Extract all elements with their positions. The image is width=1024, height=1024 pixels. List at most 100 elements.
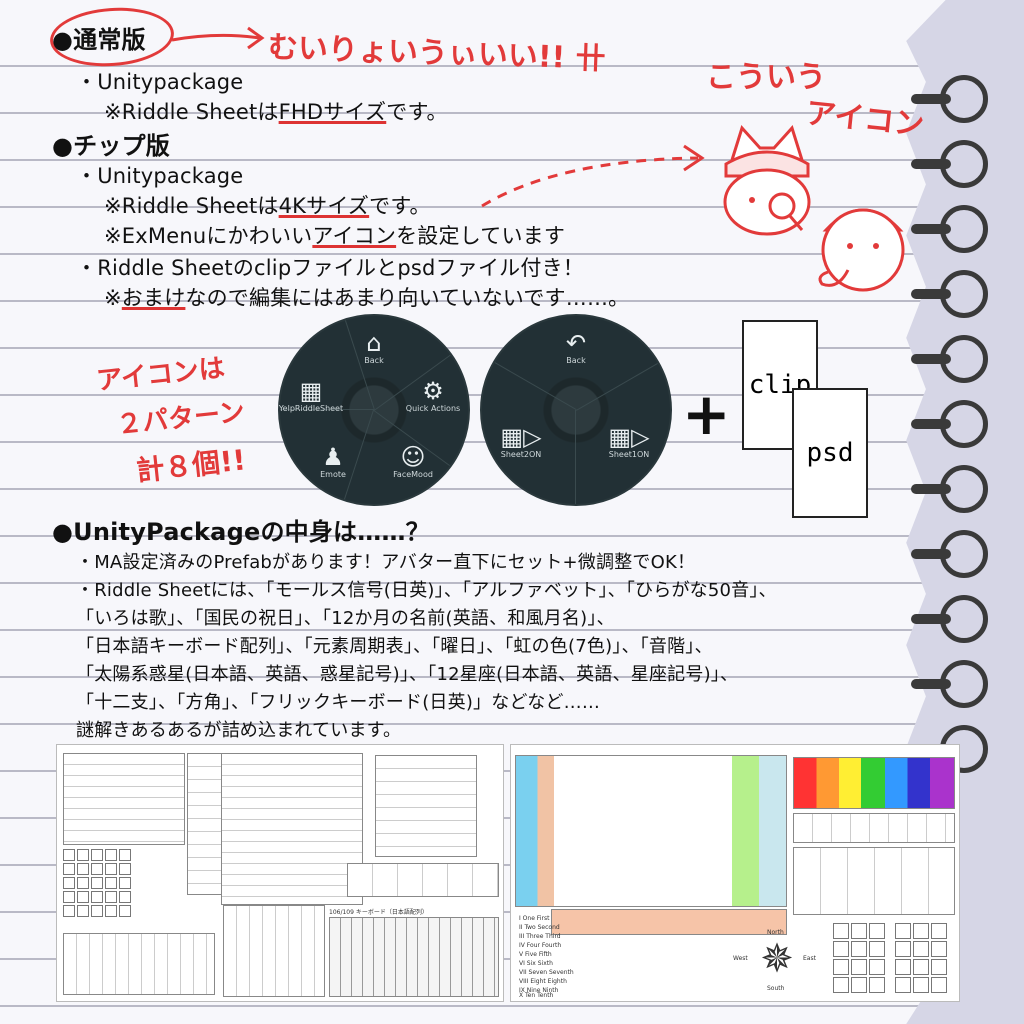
home-back-icon: ⌂ [366, 329, 382, 357]
menu-facemood-button[interactable]: ☺FaceMood [378, 444, 448, 479]
menu2-sheet1-label: Sheet1ON [608, 450, 650, 459]
standard-edition-heading: ●通常版 [52, 26, 146, 54]
cat-sheet-icon: ▦ [299, 377, 323, 405]
chip-note-bonus-pre: ※ [104, 286, 122, 310]
kana-grid [223, 905, 325, 997]
menu-divider [576, 363, 658, 411]
menu2-sheet2-label: Sheet2ON [500, 450, 542, 459]
binder-ring [911, 205, 988, 253]
flick-keyboard-en [895, 923, 947, 993]
chip-note-icons: ※ExMenuにかわいいアイコンを設定しています [104, 220, 565, 250]
binder-ring [911, 400, 988, 448]
menu-quickactions-label: Quick Actions [405, 404, 461, 413]
menu-quickactions-button[interactable]: ⚙Quick Actions [398, 378, 468, 413]
chip-note-4k-highlight: 4Kサイズ [278, 194, 370, 218]
chip-item-files: ・Riddle Sheetのclipファイルとpsdファイル付き！ [76, 256, 584, 280]
menu2-sheet1-button[interactable]: ▦▷Sheet1ON [594, 424, 664, 459]
contents-line-1: ・MA設定済みのPrefabがあります！アバター直下にセット+微調整でOK！ [76, 552, 696, 573]
ordinal-line: X Ten Tenth [519, 992, 554, 999]
red-arrow-icon [171, 26, 265, 50]
menu-riddlesheet-label: YelpRiddleSheet [278, 404, 344, 413]
binder-ring [911, 270, 988, 318]
riddle-sheet-preview-2: I One First II Two Second III Three Thir… [510, 744, 960, 1002]
plus-sign: + [682, 380, 731, 448]
standard-item-unitypackage: ・Unitypackage [76, 70, 244, 94]
compass-rose-icon: ✵ [760, 936, 794, 982]
flick-keyboard-jp [833, 923, 885, 993]
person-list-icon: ♟ [322, 443, 344, 471]
handwritten-this-kind: こういう [706, 60, 826, 95]
rainbow-days [793, 757, 955, 809]
ordinal-line: III Three Third [519, 933, 561, 940]
ordinal-line: V Five Fifth [519, 951, 552, 958]
ordinal-line: II Two Second [519, 924, 560, 931]
back-arrow-icon: ↶ [565, 329, 587, 357]
detective-face-icon [818, 208, 905, 292]
cat-sheet-play-icon: ▦▷ [500, 423, 542, 451]
menu-back-label: Back [364, 356, 384, 365]
standard-note-pre: ※Riddle Sheetは [104, 100, 279, 124]
compass-south: South [767, 985, 785, 992]
menu-divider [494, 362, 577, 410]
standard-note-highlight: FHDサイズ [278, 100, 387, 124]
ordinal-line: VI Six Sixth [519, 960, 553, 967]
psd-file-icon: psd [792, 388, 868, 518]
chip-note-bonus-post: なので編集にはあまり向いていないです……。 [185, 286, 630, 310]
expression-menu-1: ⌂Back ▦YelpRiddleSheet ⚙Quick Actions ♟E… [278, 314, 470, 506]
menu2-back-button[interactable]: ↶Back [541, 330, 611, 365]
morse-jp-table [221, 753, 363, 905]
binder-ring [911, 595, 988, 643]
ordinal-line: IV Four Fourth [519, 942, 562, 949]
hiragana-table [63, 933, 215, 995]
standard-note: ※Riddle SheetはFHDサイズです。 [104, 96, 448, 126]
expression-menu-2: ↶Back ▦▷Sheet2ON ▦▷Sheet1ON [480, 314, 672, 506]
binder-ring [911, 660, 988, 708]
menu-back-button[interactable]: ⌂Back [339, 330, 409, 365]
alphabet-grid [63, 849, 131, 917]
holidays-table [375, 755, 477, 857]
keyboard-caption: 106/109 キーボード（日本語配列） [329, 909, 428, 916]
compass-north: North [767, 929, 784, 936]
chip-edition-heading: ●チップ版 [52, 132, 170, 160]
menu-facemood-label: FaceMood [393, 470, 433, 479]
menu-riddlesheet-button[interactable]: ▦YelpRiddleSheet [276, 378, 346, 413]
contents-line-5: 「太陽系惑星(日本語、英語、惑星記号)」、「12星座(日本語、英語、星座記号)」… [76, 664, 739, 685]
menu-emote-button[interactable]: ♟Emote [298, 444, 368, 479]
menu2-sheet2-button[interactable]: ▦▷Sheet2ON [486, 424, 556, 459]
lanthanides-row [551, 909, 787, 935]
menu-divider [575, 410, 576, 504]
chip-note-4k-pre: ※Riddle Sheetは [104, 194, 279, 218]
ordinal-line: I One First [519, 915, 550, 922]
chip-note-bonus-highlight: おまけ [121, 286, 186, 310]
chip-note-4k: ※Riddle Sheetは4Kサイズです。 [104, 190, 431, 220]
clip-file-icon: clip [742, 320, 818, 450]
ordinal-line: IX Nine Ninth [519, 987, 559, 994]
chip-note-icons-post: を設定しています [396, 224, 566, 248]
menu2-back-label: Back [566, 356, 586, 365]
standard-note-post: です。 [386, 100, 448, 124]
compass-east: East [803, 955, 816, 962]
binder-ring [911, 530, 988, 578]
dashed-arrow-icon [481, 144, 705, 208]
cat-sheet-play-icon: ▦▷ [608, 423, 650, 451]
chip-note-bonus: ※おまけなので編集にはあまり向いていないです……。 [104, 282, 629, 312]
contents-line-7: 謎解きあるあるが詰め込まれています。 [76, 720, 402, 741]
binder-ring [911, 465, 988, 513]
chip-note-4k-post: です。 [369, 194, 431, 218]
contents-line-6: 「十二支」、「方角」、「フリックキーボード(日英)」などなど…… [76, 692, 601, 713]
gear-icon: ⚙ [422, 377, 444, 405]
contents-line-2: ・Riddle Sheetには、「モールス信号(日英)」、「アルファベット」、「… [76, 580, 777, 601]
psd-file-label: psd [806, 438, 854, 468]
detective-cat-icon [723, 125, 811, 236]
zodiac-table [793, 847, 955, 915]
ordinal-line: VII Seven Seventh [519, 969, 574, 976]
contents-line-4: 「日本語キーボード配列」、「元素周期表」、「曜日」、「虹の色(7色)」、「音階」… [76, 636, 713, 657]
binder-ring [911, 335, 988, 383]
morse-table [63, 753, 185, 845]
binder-ring [911, 140, 988, 188]
face-plus-icon: ☺ [400, 443, 426, 471]
chip-note-icons-highlight: アイコン [312, 224, 397, 248]
riddle-sheet-preview-1: 106/109 キーボード（日本語配列） [56, 744, 504, 1002]
chip-item-unitypackage: ・Unitypackage [76, 164, 244, 188]
menu-emote-label: Emote [320, 470, 346, 479]
